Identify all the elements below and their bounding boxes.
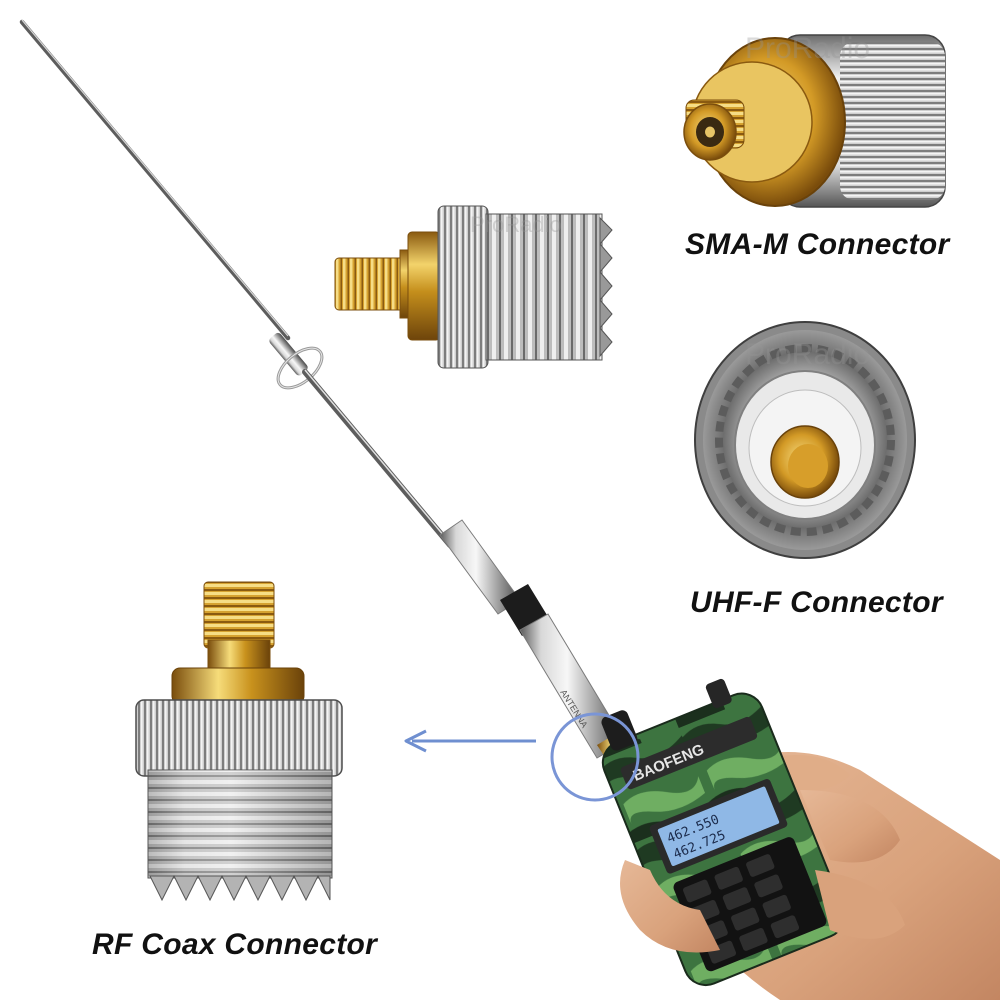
antenna: ANTENNA bbox=[19, 19, 640, 772]
pointer-arrow-icon bbox=[404, 729, 536, 753]
watermark-middle-right: ProRadio bbox=[745, 338, 871, 371]
sma-m-closeup bbox=[683, 34, 946, 208]
uhf-f-closeup bbox=[694, 321, 916, 559]
hand-holding-radio: BAOFENG 462.550 462.725 bbox=[601, 678, 1000, 1000]
highlight-circle-icon bbox=[550, 712, 640, 802]
adapter-side-view bbox=[334, 205, 613, 369]
rf-coax-adapter bbox=[135, 581, 343, 902]
uhf-f-connector-label: UHF-F Connector bbox=[690, 586, 943, 619]
watermark-middle: ProRadio bbox=[470, 212, 562, 237]
sma-m-connector-label: SMA-M Connector bbox=[685, 228, 950, 261]
watermark-top-right: ProRadio bbox=[745, 32, 871, 65]
rf-coax-connector-label: RF Coax Connector bbox=[92, 928, 378, 961]
